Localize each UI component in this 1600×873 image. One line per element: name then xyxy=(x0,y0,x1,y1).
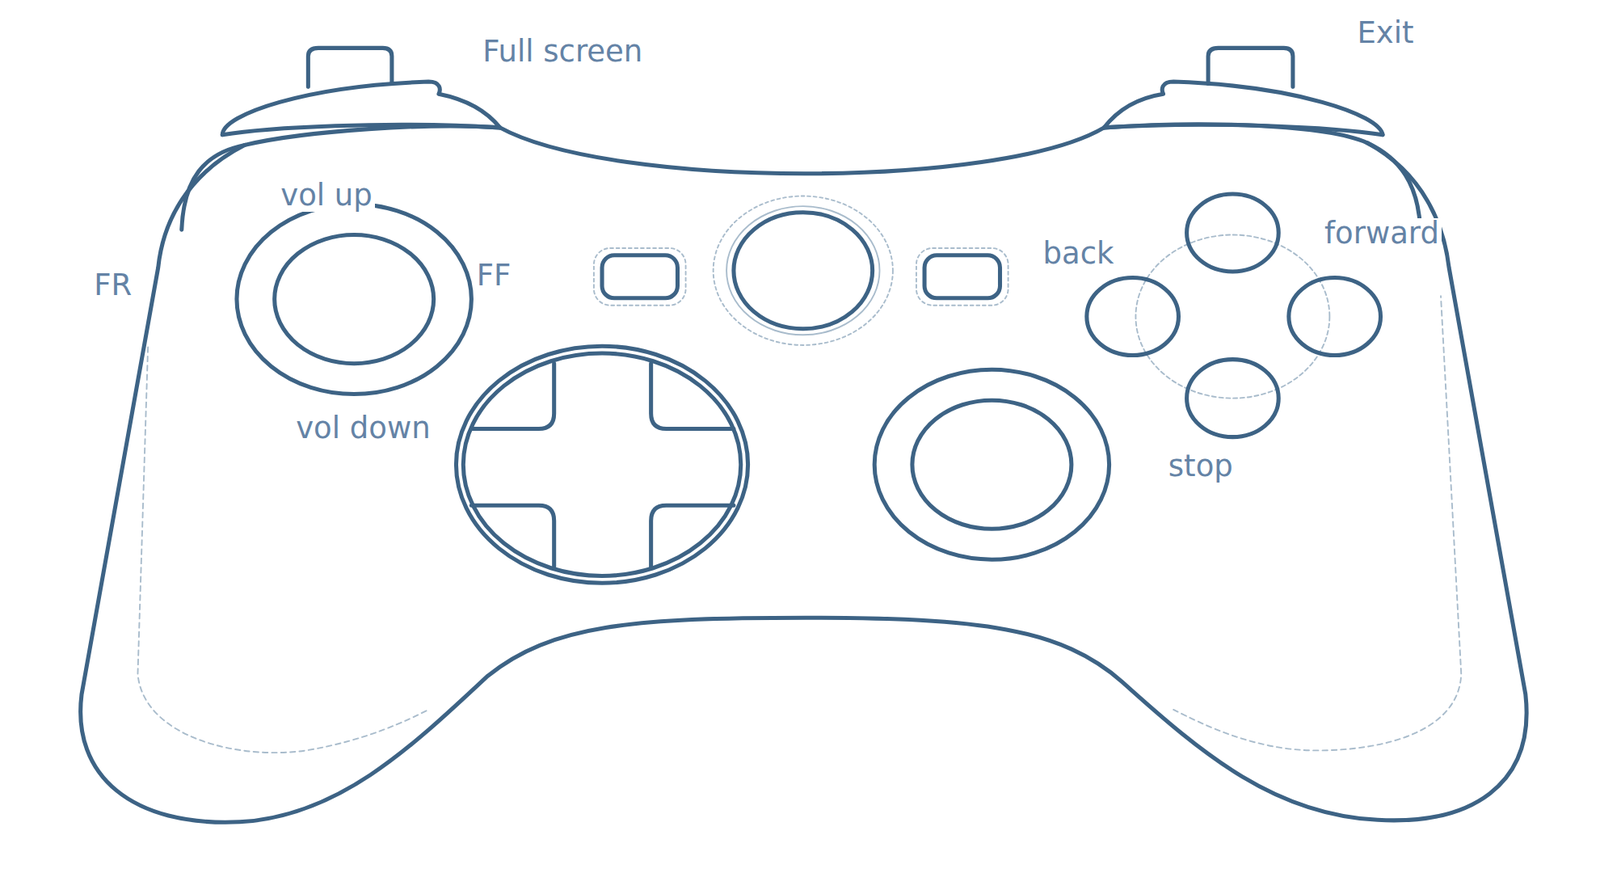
face-button-top xyxy=(1187,193,1280,272)
button-label: vol down xyxy=(293,412,433,445)
center-button xyxy=(733,212,873,329)
button-label: vol up xyxy=(277,180,375,212)
button-label: stop xyxy=(1166,450,1236,483)
face-button-right xyxy=(1288,277,1382,356)
button-label: back xyxy=(1040,238,1117,270)
face-button-guide xyxy=(1135,235,1330,399)
face-button-left xyxy=(1086,277,1179,356)
button-label: FR xyxy=(91,269,135,302)
center-button-ring xyxy=(713,196,893,346)
dpad-ring xyxy=(455,345,748,583)
left-stick-ring xyxy=(236,204,472,395)
controller-body xyxy=(80,124,1527,822)
start-button-halo xyxy=(916,248,1009,306)
left-shoulder-ridge xyxy=(181,144,245,230)
select-button-halo xyxy=(593,248,687,306)
select-button xyxy=(602,255,678,299)
start-button xyxy=(924,255,1000,299)
button-label: forward xyxy=(1322,218,1442,250)
button-label: FF xyxy=(474,260,514,292)
button-label: Exit xyxy=(1354,17,1416,50)
right-stick-ring xyxy=(874,369,1109,560)
right-trigger xyxy=(1208,47,1293,87)
inner-contour xyxy=(137,295,1462,753)
face-button-bottom xyxy=(1187,359,1280,438)
dpad-cross xyxy=(471,363,734,569)
left-trigger xyxy=(307,47,392,87)
dpad-ring-inner xyxy=(463,353,741,576)
button-label: Full screen xyxy=(480,36,645,68)
center-button-ring xyxy=(726,206,880,335)
left-stick xyxy=(274,235,434,364)
right-shoulder-ridge xyxy=(1367,143,1421,230)
right-stick xyxy=(912,400,1072,529)
